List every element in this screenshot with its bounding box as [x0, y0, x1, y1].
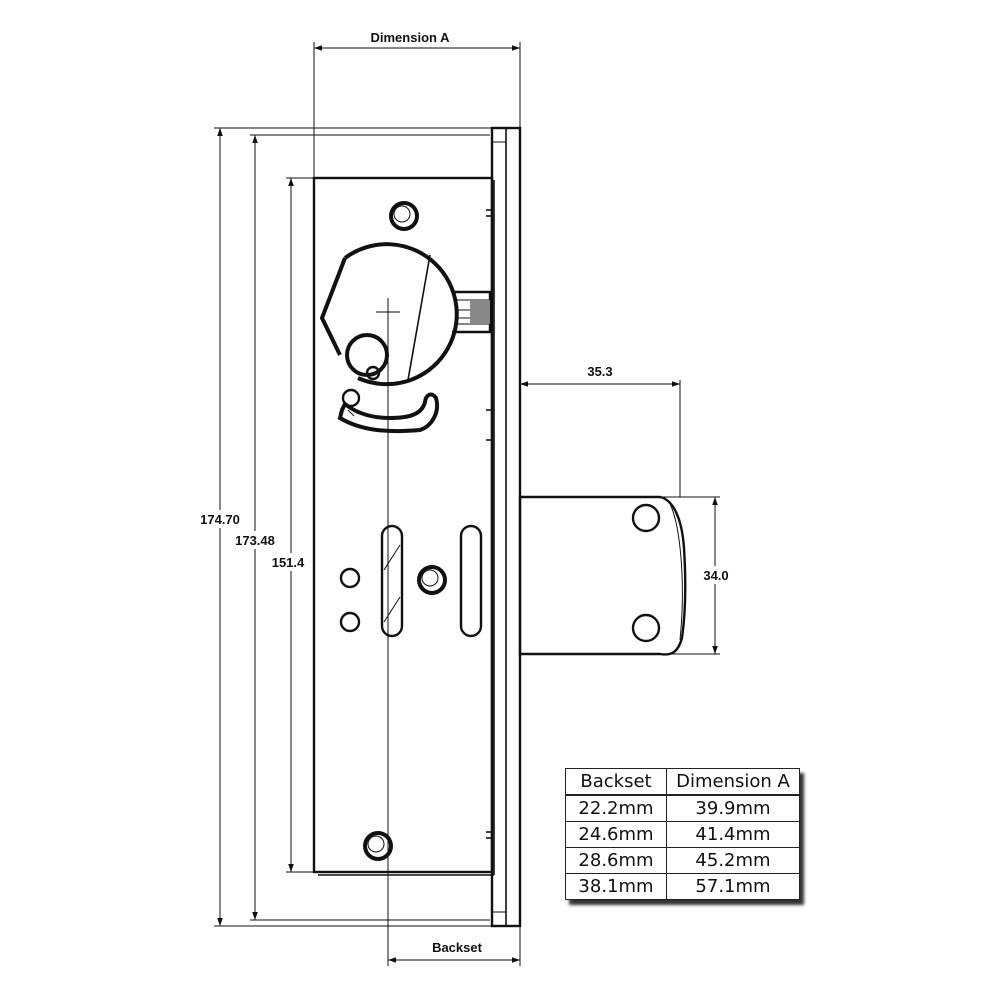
table-cell-dimension-a: 45.2mm [666, 847, 800, 874]
column-header-dimension-a: Dimension A [666, 768, 800, 796]
column-header-backset: Backset [565, 768, 667, 796]
hook-lever [337, 388, 439, 434]
faceplate [490, 126, 522, 928]
case-height-label: 151.4 [272, 555, 305, 570]
overall-height-label: 174.70 [200, 512, 240, 527]
table-cell-backset: 24.6mm [565, 821, 667, 848]
backset-table: Backset Dimension A 22.2mm 39.9mm 24.6mm… [565, 768, 800, 900]
deadbolt [518, 495, 687, 656]
bolt-projection-label: 35.3 [587, 364, 612, 379]
faceplate-height-callout: 173.48 [230, 134, 490, 921]
table-cell-backset: 38.1mm [565, 873, 667, 900]
table-cell-dimension-a: 39.9mm [666, 794, 800, 822]
bolt-height-callout: 34.0 [662, 496, 734, 655]
table-row: 38.1mm 57.1mm [565, 873, 800, 900]
table-cell-backset: 28.6mm [565, 847, 667, 874]
case-height-callout: 151.4 [270, 177, 314, 873]
left-slot [380, 524, 404, 638]
bolt-projection-callout: 35.3 [520, 364, 681, 497]
dimension-a-callout: Dimension A [313, 30, 521, 180]
mid-hole [417, 565, 447, 595]
small-hole-lower [339, 611, 361, 633]
table-row: 22.2mm 39.9mm [565, 794, 800, 822]
table-cell-backset: 22.2mm [565, 794, 667, 822]
right-slot [459, 524, 483, 638]
small-hole-upper [339, 567, 361, 589]
table-row: 24.6mm 41.4mm [565, 821, 800, 848]
table-cell-dimension-a: 41.4mm [666, 821, 800, 848]
top-screw-hole [389, 201, 419, 231]
table-cell-dimension-a: 57.1mm [666, 873, 800, 900]
dimension-a-label: Dimension A [371, 30, 451, 45]
backset-callout: Backset [388, 926, 521, 966]
faceplate-height-label: 173.48 [235, 533, 275, 548]
table-row: 28.6mm 45.2mm [565, 847, 800, 874]
overall-height-callout: 174.70 [196, 127, 505, 927]
table-header-row: Backset Dimension A [565, 768, 800, 796]
bolt-height-label: 34.0 [703, 568, 728, 583]
bottom-screw-hole [363, 831, 393, 861]
bolt-stem [452, 290, 492, 334]
backset-label: Backset [432, 940, 483, 955]
cylinder-hub [319, 242, 459, 387]
